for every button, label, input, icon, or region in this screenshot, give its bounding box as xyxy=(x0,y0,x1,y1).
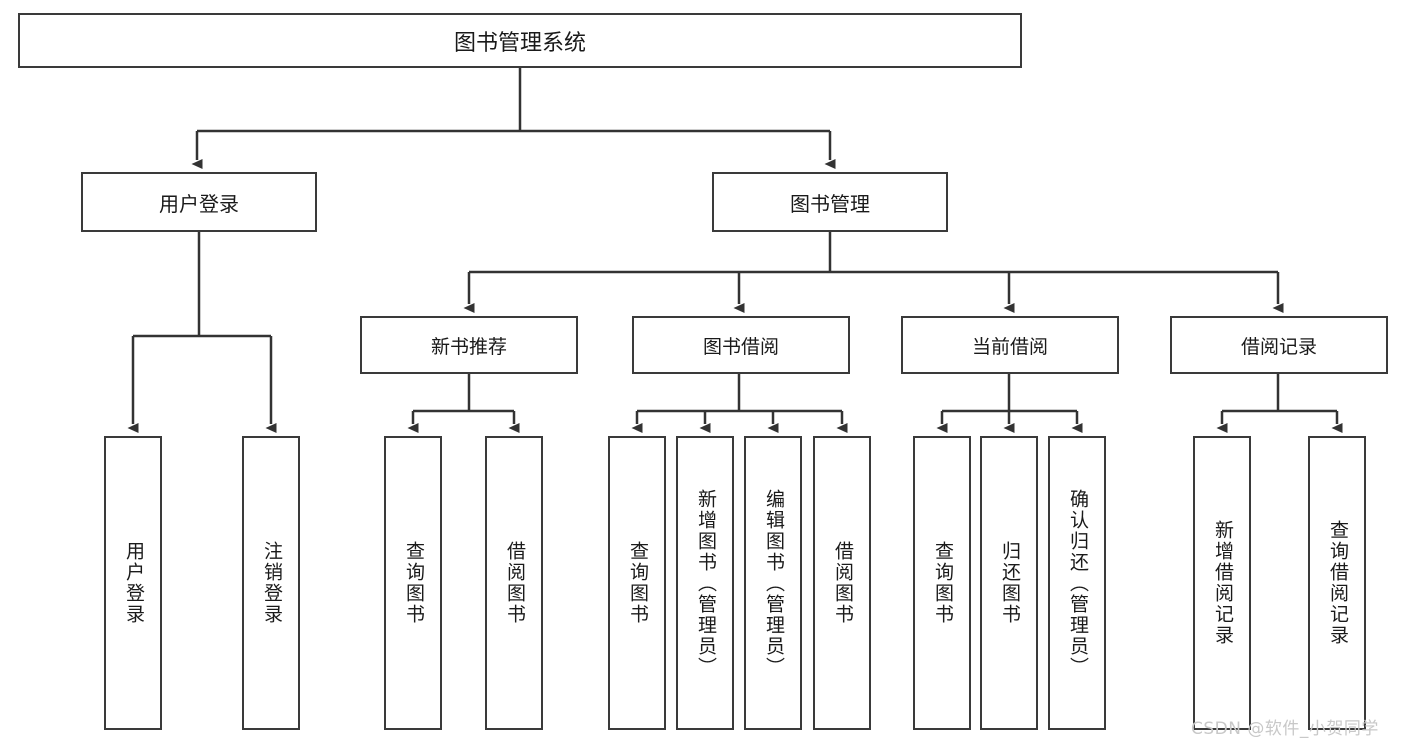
leaf-label: 查询图书 xyxy=(931,541,954,625)
leaf-label: 借阅图书 xyxy=(503,541,526,625)
leaf-return-book[interactable]: 归还图书 xyxy=(980,436,1038,730)
node-borrow-records[interactable]: 借阅记录 xyxy=(1170,316,1388,374)
node-book-management[interactable]: 图书管理 xyxy=(712,172,948,232)
leaf-query-borrow-record[interactable]: 查询借阅记录 xyxy=(1308,436,1366,730)
leaf-label: 查询图书 xyxy=(626,541,649,625)
leaf-add-borrow-record[interactable]: 新增借阅记录 xyxy=(1193,436,1251,730)
node-new-book-recommend[interactable]: 新书推荐 xyxy=(360,316,578,374)
node-current-borrow[interactable]: 当前借阅 xyxy=(901,316,1119,374)
leaf-confirm-return-admin[interactable]: 确认归还（管理员） xyxy=(1048,436,1106,730)
leaf-label: 借阅图书 xyxy=(831,541,854,625)
node-book-borrow[interactable]: 图书借阅 xyxy=(632,316,850,374)
leaf-edit-book-admin[interactable]: 编辑图书（管理员） xyxy=(744,436,802,730)
leaf-label: 新增图书（管理员） xyxy=(694,488,717,678)
leaf-label: 确认归还（管理员） xyxy=(1066,488,1089,678)
leaf-borrow-book-1[interactable]: 借阅图书 xyxy=(485,436,543,730)
leaf-label: 用户登录 xyxy=(122,541,145,625)
leaf-label: 归还图书 xyxy=(998,541,1021,625)
leaf-label: 新增借阅记录 xyxy=(1211,520,1234,646)
csdn-watermark: CSDN @软件_小贺同学 xyxy=(1191,719,1379,739)
leaf-user-login[interactable]: 用户登录 xyxy=(104,436,162,730)
leaf-borrow-book-2[interactable]: 借阅图书 xyxy=(813,436,871,730)
leaf-label: 查询图书 xyxy=(402,541,425,625)
leaf-label: 查询借阅记录 xyxy=(1326,520,1349,646)
node-root-system[interactable]: 图书管理系统 xyxy=(18,13,1022,68)
leaf-query-book-2[interactable]: 查询图书 xyxy=(608,436,666,730)
leaf-label: 编辑图书（管理员） xyxy=(762,488,785,678)
node-user-login[interactable]: 用户登录 xyxy=(81,172,317,232)
leaf-add-book-admin[interactable]: 新增图书（管理员） xyxy=(676,436,734,730)
leaf-query-book-3[interactable]: 查询图书 xyxy=(913,436,971,730)
leaf-logout[interactable]: 注销登录 xyxy=(242,436,300,730)
leaf-query-book-1[interactable]: 查询图书 xyxy=(384,436,442,730)
leaf-label: 注销登录 xyxy=(260,541,283,625)
